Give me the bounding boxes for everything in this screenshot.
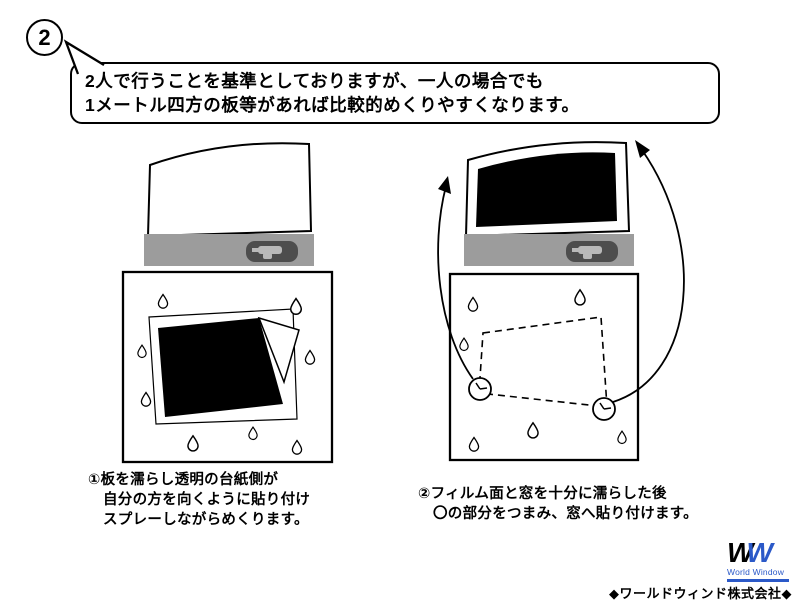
left-caption: ①板を濡らし透明の台紙側が 自分の方を向くように貼り付け スプレーしながらめくり… (88, 470, 310, 530)
left-caption-line2: 自分の方を向くように貼り付け (103, 492, 311, 508)
right-caption: ②フィルム面と窓を十分に濡らした後 〇の部分をつまみ、窓へ貼り付けます。 (418, 484, 698, 524)
bubble-text-line1: 2人で行うことを基準としておりますが、一人の場合でも (85, 71, 544, 91)
spray-bottle-icon (252, 246, 282, 259)
spray-bottle-icon (572, 246, 602, 259)
curved-arrow-right (612, 140, 685, 403)
instruction-bubble: 2人で行うことを基準としておりますが、一人の場合でも 1メートル四方の板等があれ… (70, 62, 720, 124)
logo-underline (727, 579, 789, 582)
logo-name: World Window (727, 567, 785, 577)
world-window-logo: WW World Window (727, 539, 797, 582)
right-caption-line1: ②フィルム面と窓を十分に濡らした後 (418, 486, 667, 502)
right-figure (437, 140, 685, 462)
left-figure (121, 142, 334, 464)
applied-film (476, 152, 617, 227)
clear-backing-sheet (146, 142, 313, 238)
curved-arrow-left (437, 176, 474, 380)
logo-w-blue: W (746, 537, 773, 568)
step-number: 2 (38, 24, 51, 50)
logo-w-black: W (727, 537, 754, 568)
left-caption-line1: ①板を濡らし透明の台紙側が (88, 472, 279, 488)
right-caption-line2: 〇の部分をつまみ、窓へ貼り付けます。 (433, 506, 698, 522)
bubble-text-line2: 1メートル四方の板等があれば比較的めくりやすくなります。 (85, 95, 580, 115)
board (448, 272, 640, 462)
step-number-badge: 2 (26, 19, 63, 56)
left-caption-line3: スプレーしながらめくります。 (103, 512, 309, 528)
company-name: ◆ワールドウィンド株式会社◆ (609, 586, 792, 601)
logo-monogram: WW (727, 537, 797, 568)
film-peel-illustration (148, 308, 300, 425)
pinch-point-circle-right (592, 397, 616, 421)
pinch-point-circle-left (468, 377, 492, 401)
bubble-tail (63, 39, 105, 75)
